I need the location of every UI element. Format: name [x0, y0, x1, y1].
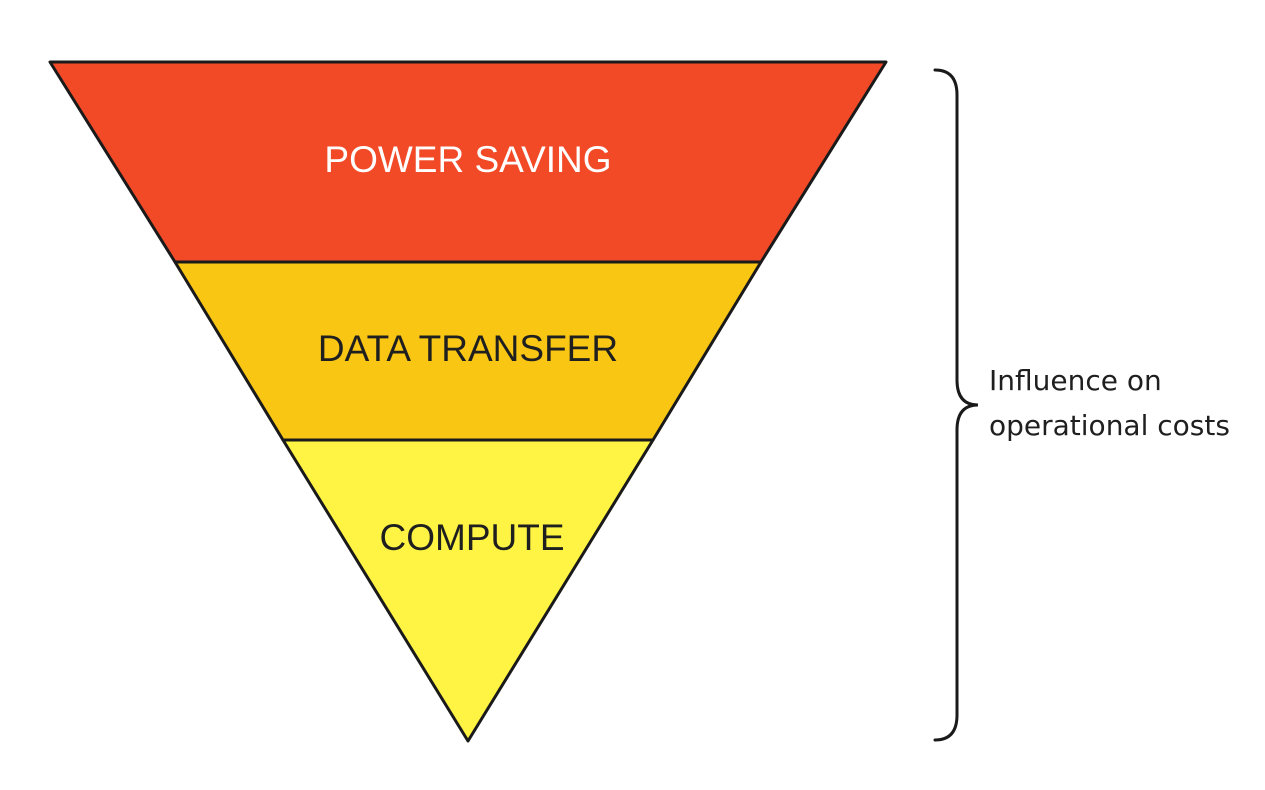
- curly-brace: [933, 68, 979, 742]
- layer-compute-shape: [281, 438, 655, 743]
- bracket-label-line2: operational costs: [989, 409, 1230, 442]
- layer-data-transfer: DATA TRANSFER: [173, 260, 763, 442]
- bracket-label: Influence on operational costs: [989, 364, 1230, 442]
- layer-power-saving-label: POWER SAVING: [324, 139, 611, 180]
- layer-compute: COMPUTE: [281, 438, 655, 743]
- bracket-label-line1: Influence on: [989, 364, 1162, 397]
- layer-compute-label: COMPUTE: [380, 517, 565, 558]
- layer-data-transfer-label: DATA TRANSFER: [318, 328, 618, 369]
- layer-power-saving: POWER SAVING: [48, 60, 888, 264]
